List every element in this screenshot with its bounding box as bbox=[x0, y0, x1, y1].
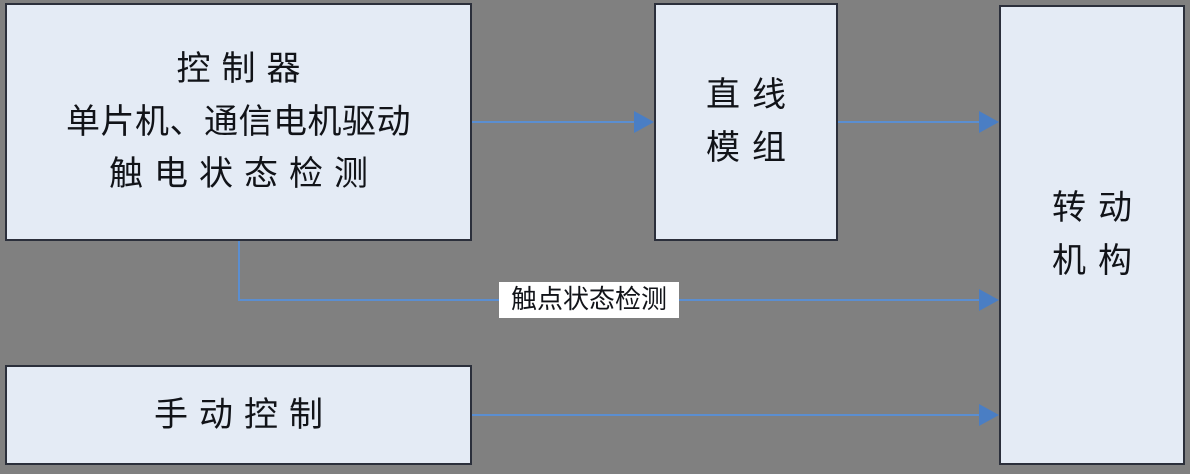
node-rotary-mechanism[interactable]: 转动 机构 bbox=[999, 5, 1185, 465]
node-manual-control[interactable]: 手动控制 bbox=[5, 365, 472, 465]
arrowhead-icon-controller-to-linear-module bbox=[634, 111, 654, 133]
node-linear-module-line-1: 直线 bbox=[706, 75, 798, 116]
edge-controller-to-linear-module-line bbox=[472, 121, 640, 123]
edge-manual-control-to-rotary-line bbox=[472, 414, 994, 416]
edge-controller-to-rotary-line-right bbox=[678, 299, 994, 301]
arrowhead-icon-manual-control-to-rotary bbox=[979, 404, 999, 426]
edge-linear-module-to-rotary-line bbox=[838, 121, 994, 123]
arrowhead-icon-linear-module-to-rotary bbox=[979, 111, 999, 133]
edge-label-contact-state-detection: 触点状态检测 bbox=[499, 282, 679, 318]
edge-controller-to-rotary-vertical-segment bbox=[238, 241, 240, 301]
node-rotary-mechanism-line-1: 转动 bbox=[1052, 188, 1144, 229]
node-linear-module[interactable]: 直线 模组 bbox=[654, 3, 838, 241]
node-controller-line-3: 触电状态检测 bbox=[109, 154, 379, 195]
node-controller[interactable]: 控制器 单片机、通信电机驱动 触电状态检测 bbox=[5, 3, 472, 241]
node-linear-module-line-2: 模组 bbox=[706, 128, 798, 168]
node-manual-control-line-1: 手动控制 bbox=[154, 394, 334, 435]
node-rotary-mechanism-line-2: 机构 bbox=[1052, 241, 1144, 281]
node-controller-line-1: 控制器 bbox=[176, 48, 312, 89]
arrowhead-icon-controller-to-rotary bbox=[979, 289, 999, 311]
edge-controller-to-rotary-line-left bbox=[238, 299, 500, 301]
node-controller-line-2: 单片机、通信电机驱动 bbox=[66, 101, 411, 142]
